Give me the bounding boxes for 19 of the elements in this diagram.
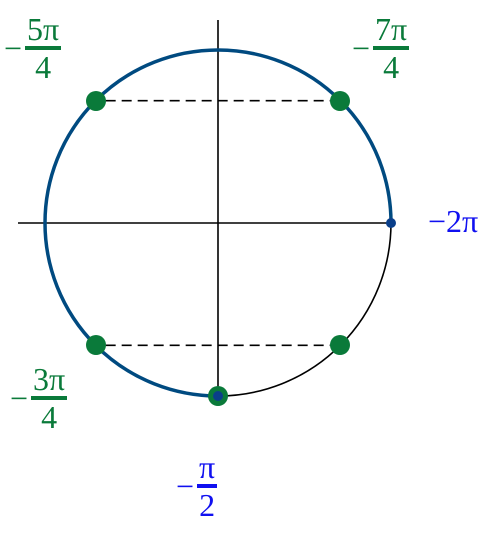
point-marker — [208, 386, 228, 406]
fraction-denominator: 2 — [198, 488, 216, 522]
fraction-numerator: 3π — [32, 362, 66, 396]
minus-sign: − — [352, 32, 370, 64]
minus-sign: − — [176, 470, 194, 502]
point-marker — [386, 218, 396, 228]
point-marker — [330, 335, 350, 356]
fraction-numerator: π — [198, 450, 216, 484]
fraction-denominator: 4 — [40, 400, 58, 434]
point-marker — [86, 90, 106, 111]
fraction-denominator: 4 — [382, 50, 400, 84]
point-marker — [86, 335, 106, 356]
angle-label: −2π — [428, 205, 478, 237]
minus-sign: − — [10, 382, 28, 414]
point-marker — [330, 90, 350, 111]
fraction-numerator: 5π — [26, 12, 60, 46]
fraction-numerator: 7π — [374, 12, 408, 46]
minus-sign: − — [4, 32, 22, 64]
fraction-denominator: 4 — [34, 50, 52, 84]
